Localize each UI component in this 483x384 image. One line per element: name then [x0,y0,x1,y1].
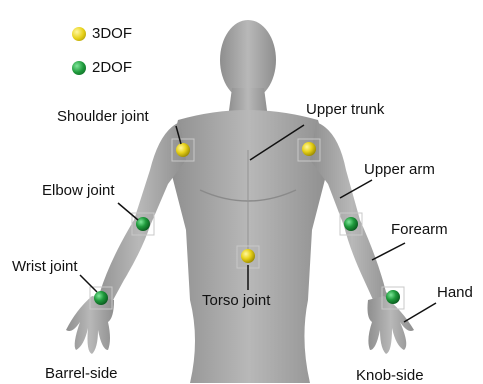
label-barrel-side: Barrel-side [45,366,118,381]
leader-elbow [118,203,138,220]
label-upper-arm: Upper arm [364,162,435,177]
leader-wrist [80,275,97,292]
legend-3dof-marker [72,27,86,41]
label-wrist-joint: Wrist joint [12,259,78,274]
joint-elbow-right [344,217,358,231]
label-hand: Hand [437,285,473,300]
joint-elbow-left [136,217,150,231]
label-knob-side: Knob-side [356,368,424,383]
legend-2dof-label: 2DOF [92,60,132,75]
joint-torso [241,249,255,263]
joint-wrist-left [94,291,108,305]
legend-2dof: 2DOF [72,60,132,75]
joint-wrist-right [386,290,400,304]
leader-forearm [372,243,405,260]
joint-shoulder-right [302,142,316,156]
label-elbow-joint: Elbow joint [42,183,115,198]
label-shoulder-joint: Shoulder joint [57,109,149,124]
legend-3dof-label: 3DOF [92,26,132,41]
figure-right-hand [368,296,415,354]
label-forearm: Forearm [391,222,448,237]
legend-3dof: 3DOF [72,26,132,41]
label-upper-trunk: Upper trunk [306,102,384,117]
label-torso-joint: Torso joint [202,293,270,308]
legend-2dof-marker [72,61,86,75]
leader-hand [404,303,436,322]
joint-shoulder-left [176,143,190,157]
figure-right-arm [310,122,394,307]
